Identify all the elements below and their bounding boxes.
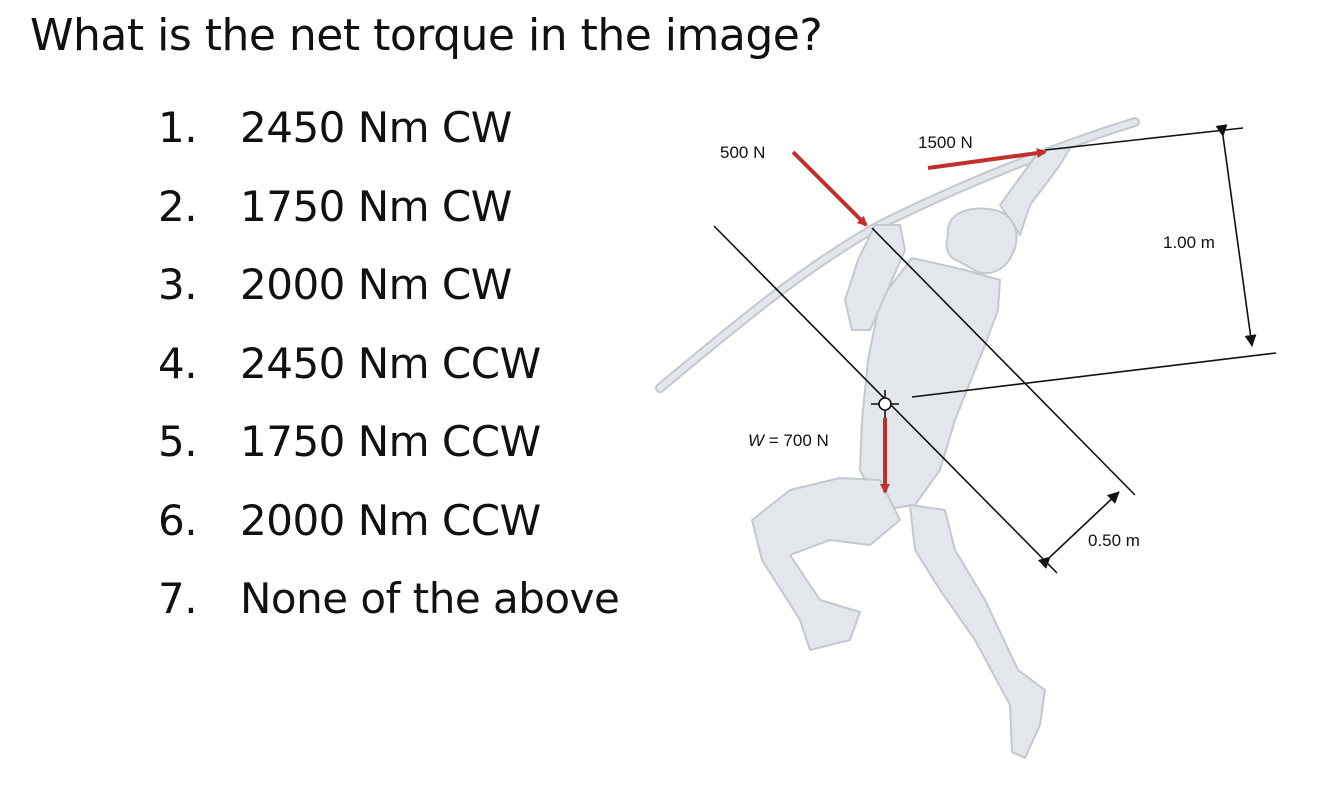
option-number: 3. (158, 260, 198, 309)
option-number: 4. (158, 338, 198, 388)
option-text: None of the above (240, 574, 620, 623)
option-number: 2. (158, 181, 198, 231)
option-text: 1750 Nm CCW (240, 417, 541, 466)
dimension-arrow-1m (1215, 124, 1257, 347)
option-4[interactable]: 4. 2450 Nm CCW (158, 332, 619, 411)
option-1[interactable]: 1. 2450 Nm CW (158, 96, 619, 175)
option-3[interactable]: 3. 2000 Nm CW (158, 253, 619, 332)
weight-symbol: W (748, 431, 766, 450)
line-of-action-1500 (1044, 127, 1244, 151)
option-number: 6. (158, 495, 198, 545)
force-1500-arrow (927, 148, 1047, 170)
athlete-front-leg (909, 504, 1046, 759)
pole-vaulter-diagram: 500 N 1500 N W = 700 N 1.00 m 0.50 m (655, 117, 1277, 759)
option-text: 2450 Nm CCW (240, 338, 541, 388)
option-text: 2450 Nm CW (240, 103, 512, 152)
athlete-back-leg (751, 477, 901, 651)
athlete-silhouette (751, 147, 1071, 759)
answer-options: 1. 2450 Nm CW 2. 1750 Nm CW 3. 2000 Nm CW 4… (158, 96, 620, 646)
pivot-marker-icon (871, 390, 899, 418)
parallel-line (871, 227, 1136, 496)
force-500-label: 500 N (720, 143, 765, 162)
distance-050m-label: 0.50 m (1088, 531, 1140, 550)
athlete-torso (859, 257, 1001, 511)
option-6[interactable]: 6. 2000 Nm CCW (158, 489, 619, 568)
pole-vaulter-figure: 500 N 1500 N W = 700 N 1.00 m 0.50 m (640, 100, 1328, 808)
reference-line-pivot (911, 352, 1277, 398)
option-2[interactable]: 2. 1750 Nm CW (158, 175, 619, 254)
option-7[interactable]: 7. None of the above (158, 567, 620, 646)
option-number: 5. (158, 417, 198, 466)
option-5[interactable]: 5. 1750 Nm CCW (158, 410, 619, 489)
weight-value: = 700 N (764, 431, 829, 450)
question-title: What is the net torque in the image? (30, 10, 823, 61)
force-500-arrow (791, 150, 868, 227)
option-number: 1. (158, 103, 198, 152)
option-number: 7. (158, 574, 198, 623)
athlete-front-arm (844, 224, 906, 331)
option-text: 2000 Nm CW (240, 260, 512, 309)
option-text: 1750 Nm CW (240, 181, 512, 231)
distance-1m-label: 1.00 m (1163, 233, 1215, 252)
dimension-arrow-050m (1037, 491, 1120, 569)
weight-label: W = 700 N (748, 431, 829, 450)
force-1500-label: 1500 N (918, 133, 973, 152)
option-text: 2000 Nm CCW (240, 495, 541, 545)
athlete-head (945, 207, 1018, 275)
